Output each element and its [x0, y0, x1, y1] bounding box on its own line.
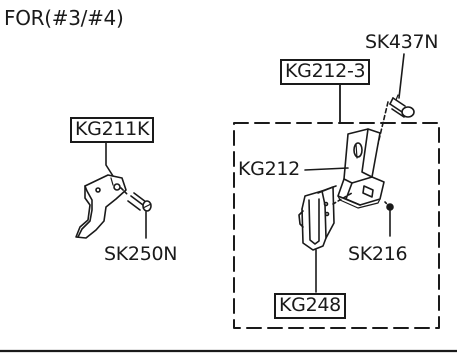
leader-sk437n: [398, 53, 405, 99]
assembly-dashed-box: [233, 122, 440, 329]
callout-sk216: SK216: [348, 243, 408, 265]
bracket-kg212: [337, 128, 385, 209]
screw-sk250n: [120, 187, 152, 212]
callout-kg248: KG248: [274, 293, 346, 319]
callout-sk250n: SK250N: [104, 243, 178, 265]
bracket-kg211k: [75, 174, 127, 239]
holder-kg248: [298, 185, 353, 251]
callout-kg211k: KG211K: [70, 117, 155, 143]
leader-kg211k: [105, 141, 114, 177]
heading-for: FOR(#3/#4): [4, 6, 124, 30]
callout-kg212: KG212: [238, 158, 300, 180]
callout-kg212-3: KG212-3: [280, 59, 371, 85]
leader-kg212: [304, 167, 349, 171]
screw-sk216: [384, 201, 394, 211]
callout-sk437n: SK437N: [365, 31, 439, 53]
screw-sk437n: [389, 94, 415, 118]
